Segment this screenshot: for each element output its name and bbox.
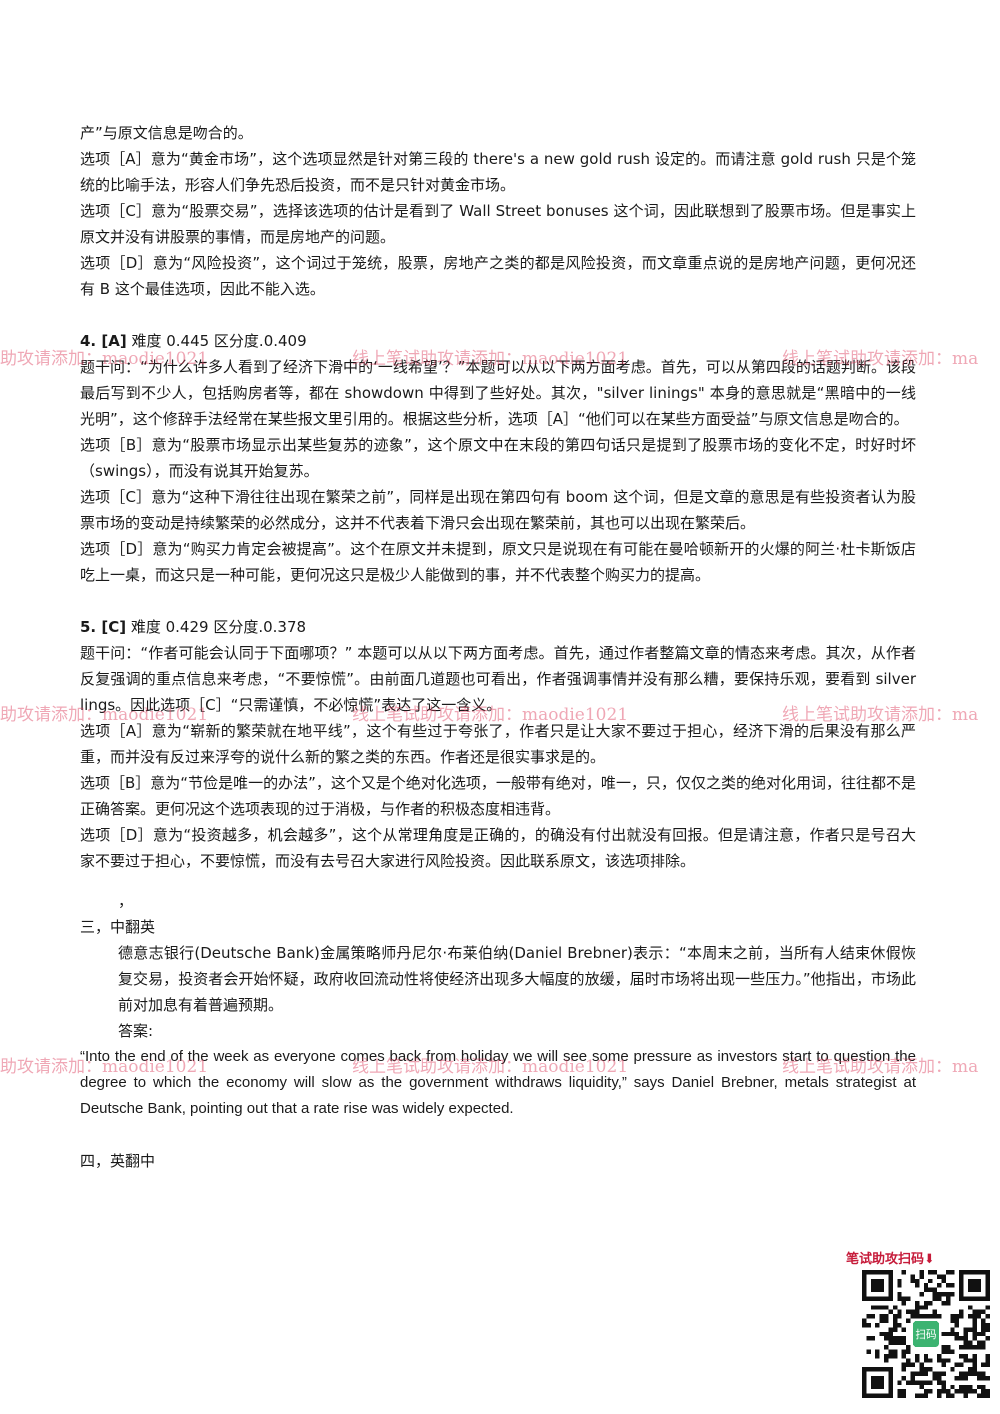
answer-label: 答案: — [118, 1022, 154, 1040]
paragraph: 选项［B］意为“股票市场显示出某些复苏的迹象”，这个原文中在末段的第四句话只是提… — [80, 436, 916, 480]
qr-center-logo: 扫码 — [915, 1328, 936, 1341]
qr-label: 笔试助攻扫码⬇ — [846, 1252, 935, 1267]
document-body: 产”与原文信息是吻合的。 选项［A］意为“黄金市场”，这个选项显然是针对第三段的… — [80, 120, 916, 1174]
paragraph: 选项［C］意为“这种下滑往往出现在繁荣之前”，同样是出现在第四句有 boom 这… — [80, 488, 916, 532]
answer-text: “Into the end of the week as everyone co… — [80, 1048, 916, 1117]
question-stats: 难度 0.445 区分度.0.409 — [126, 332, 307, 350]
paragraph: 题干问：“作者可能会认同于下面哪项？” 本题可以从以下两方面考虑。首先，通过作者… — [80, 644, 916, 714]
qr-code[interactable]: 扫码 — [862, 1270, 990, 1398]
paragraph: 选项［A］意为“崭新的繁荣就在地平线”，这个有些过于夸张了，作者只是让大家不要过… — [80, 722, 916, 766]
paragraph: 选项［D］意为“购买力肯定会被提高”。这个在原文并未提到，原文只是说现在有可能在… — [80, 540, 916, 584]
question-4-heading: 4. [A] 难度 0.445 区分度.0.409 — [80, 328, 916, 354]
paragraph: 选项［D］意为“风险投资”，这个词过于笼统，股票，房地产之类的都是风险投资，而文… — [80, 254, 916, 298]
question-number: 4. [A] — [80, 332, 127, 350]
paragraph: 选项［C］意为“股票交易”，选择该选项的估计是看到了 Wall Street b… — [80, 202, 916, 246]
question-5-heading: 5. [C] 难度 0.429 区分度.0.378 — [80, 614, 916, 640]
section-4-title: 四，英翻中 — [80, 1152, 156, 1170]
source-text: 德意志银行(Deutsche Bank)金属策略师丹尼尔·布莱伯纳(Daniel… — [118, 944, 916, 1014]
paragraph: 题干问：“为什么许多人看到了经济下滑中的‘一线希望’？”本题可以从以下两方面考虑… — [80, 358, 916, 428]
paragraph: 选项［A］意为“黄金市场”，这个选项显然是针对第三段的 there's a ne… — [80, 150, 916, 194]
stray-comma: ， — [118, 892, 134, 910]
question-number: 5. [C] — [80, 618, 127, 636]
paragraph: 选项［D］意为“投资越多，机会越多”，这个从常理角度是正确的，的确没有付出就没有… — [80, 826, 916, 870]
section-3-title: 三，中翻英 — [80, 918, 156, 936]
paragraph: 产”与原文信息是吻合的。 — [80, 124, 253, 142]
question-stats: 难度 0.429 区分度.0.378 — [126, 618, 307, 636]
paragraph: 选项［B］意为“节俭是唯一的办法”，这个又是个绝对化选项，一般带有绝对，唯一，只… — [80, 774, 916, 818]
